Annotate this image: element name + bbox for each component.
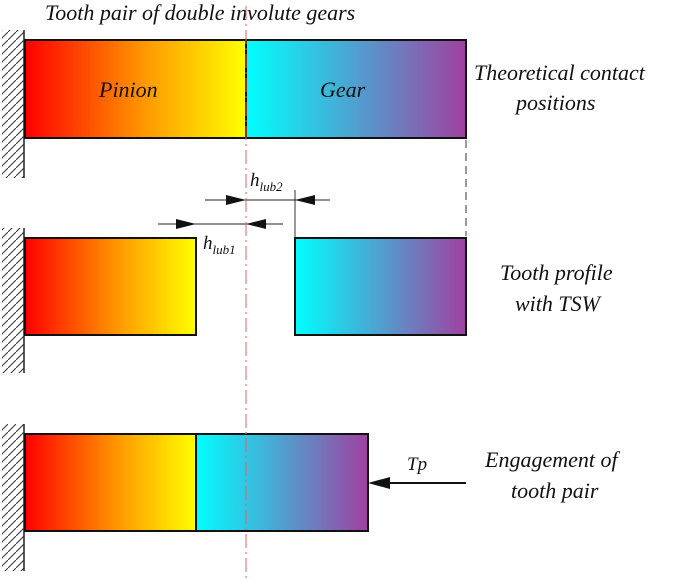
force-arrow-tp xyxy=(368,477,466,489)
gear-box-row2 xyxy=(294,237,467,336)
gear-box-row3 xyxy=(195,433,369,532)
wall-row2 xyxy=(2,228,25,373)
wall-row3 xyxy=(2,424,25,571)
diagram-title: Tooth pair of double involute gears xyxy=(45,0,355,25)
row2-label-line2: with TSW xyxy=(515,291,602,316)
pinion-box-row2 xyxy=(24,237,197,336)
tp-label: Tp xyxy=(407,454,427,475)
wall-row1 xyxy=(2,30,25,178)
hlub1-symbol: hlub1 xyxy=(203,233,236,257)
gear-box-row1 xyxy=(245,39,467,139)
dimension-hlub1 xyxy=(158,219,283,229)
row2-label-line1: Tooth profile xyxy=(500,260,613,285)
dimension-hlub2 xyxy=(205,190,330,238)
pinion-label: Pinion xyxy=(98,77,158,102)
pinion-box-row3 xyxy=(24,433,197,532)
row3-label-line1: Engagement of xyxy=(484,447,620,472)
row1-label-line2: positions xyxy=(514,90,595,115)
hlub2-symbol: hlub2 xyxy=(250,170,283,194)
row3-label-line2: tooth pair xyxy=(511,478,599,503)
row1-label-line1: Theoretical contact xyxy=(474,60,646,85)
gear-label: Gear xyxy=(320,77,366,102)
